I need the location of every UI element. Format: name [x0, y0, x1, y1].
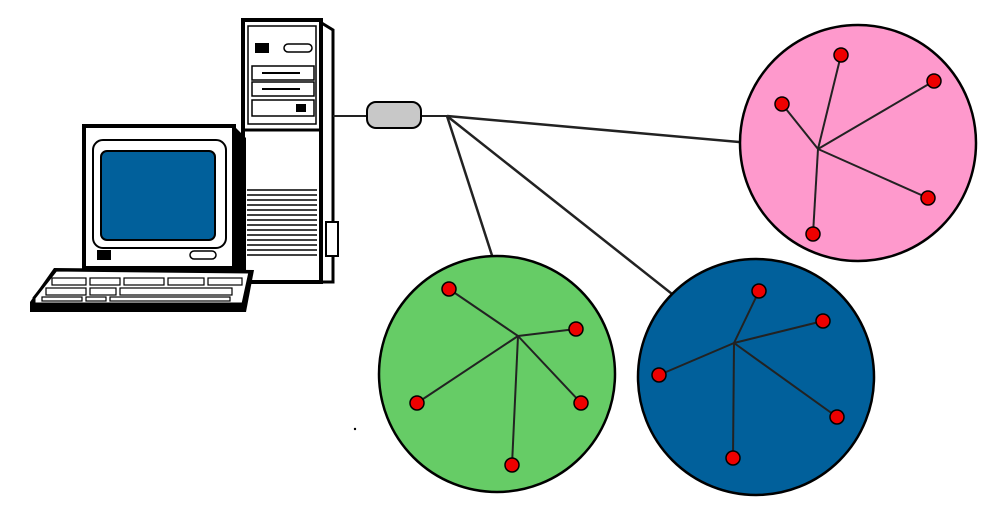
network-node [920, 190, 936, 206]
monitor [82, 124, 246, 272]
keyboard-keys [41, 277, 243, 302]
network-node [441, 281, 457, 297]
network-node [833, 47, 849, 63]
network-node [725, 450, 741, 466]
network-node [651, 367, 667, 383]
network-node [815, 313, 831, 329]
cluster-spokes [658, 290, 838, 459]
network-node [751, 283, 767, 299]
cluster-pink [738, 23, 978, 263]
cluster-spokes [781, 54, 935, 235]
network-node [573, 395, 589, 411]
network-node [805, 226, 821, 242]
tower-vents [247, 189, 317, 256]
stray-dot [353, 427, 357, 431]
network-node [829, 409, 845, 425]
cluster-nodes [774, 47, 942, 242]
network-hub-icon [366, 101, 422, 129]
desktop-computer-icon [30, 18, 339, 312]
cluster-green [377, 254, 617, 494]
cluster-boundary [636, 257, 876, 497]
network-node [504, 457, 520, 473]
cluster-boundary [377, 254, 617, 494]
network-node [926, 73, 942, 89]
cluster-spokes [416, 288, 582, 466]
network-node [409, 395, 425, 411]
cluster-nodes [409, 281, 589, 473]
tower-case [241, 18, 339, 284]
cluster-boundary [738, 23, 978, 263]
cluster-nodes [651, 283, 845, 466]
network-node [774, 96, 790, 112]
network-node [568, 321, 584, 337]
keyboard [30, 268, 254, 312]
monitor-screen [100, 150, 216, 241]
cluster-blue [636, 257, 876, 497]
